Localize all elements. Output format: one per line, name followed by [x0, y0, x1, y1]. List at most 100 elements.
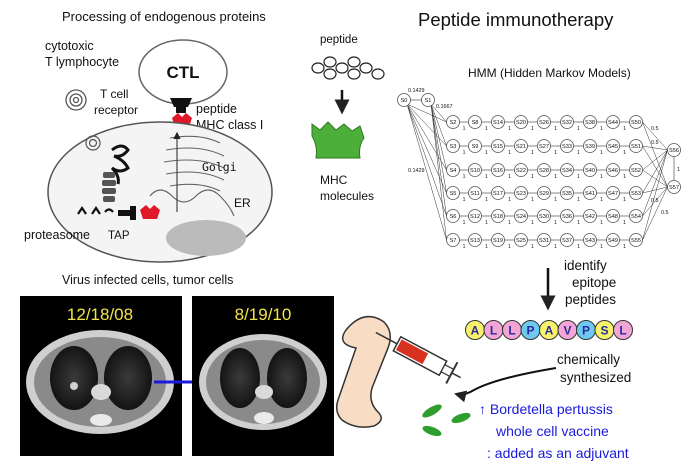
- hmm-state-label: S54: [631, 214, 641, 220]
- hmm-edge-label: 1: [600, 220, 603, 226]
- hmm-state-label: S0: [401, 98, 408, 104]
- hmm-state-node: [468, 163, 482, 177]
- sequence-letter: L: [508, 324, 515, 338]
- hmm-edge-label: 1: [485, 244, 488, 250]
- syringe-icon: [375, 331, 461, 384]
- sequence-letter: A: [545, 324, 554, 338]
- hmm-edge: [430, 103, 447, 217]
- hmm-state-label: S48: [608, 214, 618, 220]
- hmm-state-node: [629, 209, 643, 223]
- golgi-label: Golgi: [202, 160, 237, 174]
- hmm-edge-label: 1: [508, 126, 511, 132]
- hmm-edge-label: 1: [600, 244, 603, 250]
- ctl-desc-2: T lymphocyte: [45, 55, 119, 69]
- hmm-state-node: [583, 115, 597, 129]
- hmm-state-label: S15: [493, 144, 503, 150]
- hmm-state-label: S55: [631, 238, 641, 244]
- mhc-molecule-icon: [311, 121, 365, 159]
- hmm-prob-label: 0.5: [651, 198, 659, 204]
- hmm-edge-label: 1: [508, 150, 511, 156]
- hmm-state-node: [514, 186, 528, 200]
- hmm-state-node: [537, 115, 551, 129]
- hmm-edge-label: 1: [577, 174, 580, 180]
- sequence-letter: P: [582, 324, 590, 338]
- sequence-bead: [613, 320, 633, 340]
- tcr-shape-icon: [170, 98, 192, 107]
- sequence-letter: V: [563, 324, 571, 338]
- hmm-edge-label: 1: [531, 244, 534, 250]
- peptide-bead: [335, 62, 349, 74]
- virus-title: Virus infected cells, tumor cells: [62, 273, 233, 287]
- hmm-edge-label: 1: [463, 197, 466, 203]
- sequence-letter: L: [619, 324, 626, 338]
- hmm-edge-label: 1: [623, 126, 626, 132]
- hmm-edge-label: 1: [554, 126, 557, 132]
- hmm-edge-label: 1: [463, 174, 466, 180]
- hmm-state-node: [606, 139, 620, 153]
- hmm-state-label: S23: [516, 191, 526, 197]
- hmm-state-node: [583, 209, 597, 223]
- hmm-state-node: [514, 163, 528, 177]
- hmm-state-label: S4: [450, 168, 457, 174]
- peptide-bead: [359, 62, 373, 74]
- hmm-state-node: [583, 163, 597, 177]
- hmm-edge-label: 1: [485, 174, 488, 180]
- hmm-state-label: S25: [516, 238, 526, 244]
- hmm-state-node: [606, 209, 620, 223]
- hmm-edge-label: 1: [508, 244, 511, 250]
- hmm-state-label: S16: [493, 168, 503, 174]
- hmm-state-label: S42: [585, 214, 595, 220]
- date-before: 12/18/08: [67, 305, 133, 324]
- hmm-state-label: S14: [493, 120, 503, 126]
- hmm-state-node: [560, 139, 574, 153]
- hmm-edge-label: 1: [623, 174, 626, 180]
- mhc-label-2: molecules: [320, 189, 374, 203]
- hmm-state-label: S50: [631, 120, 641, 126]
- hmm-state-node: [491, 115, 505, 129]
- hmm-edge-label: 1: [623, 244, 626, 250]
- hmm-edge-label: 1: [623, 220, 626, 226]
- hmm-edge-label: 1: [508, 197, 511, 203]
- hmm-state-label: S5: [450, 191, 457, 197]
- arm-icon: [335, 315, 391, 428]
- hmm-state-node: [397, 93, 411, 107]
- ctl-desc-1: cytotoxic: [45, 39, 94, 53]
- identify-line-2: epitope: [572, 275, 616, 290]
- hmm-edge: [642, 149, 668, 217]
- hmm-state-label: S26: [539, 120, 549, 126]
- hmm-state-node: [629, 163, 643, 177]
- hmm-state-label: S28: [539, 168, 549, 174]
- hmm-edge-label: 1: [531, 197, 534, 203]
- hmm-edge-label: 1: [463, 220, 466, 226]
- hmm-state-label: S2: [450, 120, 457, 126]
- hmm-state-node: [491, 186, 505, 200]
- hmm-edge-label: 1: [577, 244, 580, 250]
- hmm-state-node: [446, 163, 460, 177]
- hmm-title: HMM (Hidden Markov Models): [468, 66, 631, 80]
- hmm-state-label: S44: [608, 120, 618, 126]
- hmm-prob-label: 0.1667: [436, 104, 453, 110]
- hmm-edge-label: 1: [623, 197, 626, 203]
- hmm-state-label: S36: [562, 214, 572, 220]
- hmm-state-label: S19: [493, 238, 503, 244]
- immunotherapy-title: Peptide immunotherapy: [418, 9, 614, 30]
- hmm-edge: [642, 149, 668, 241]
- identify-line-3: peptides: [565, 292, 616, 307]
- identify-line-1: identify: [564, 258, 607, 273]
- hmm-state-node: [560, 186, 574, 200]
- hmm-edge: [430, 103, 447, 171]
- hmm-state-node: [446, 209, 460, 223]
- hmm-edge-label: 1: [485, 150, 488, 156]
- hmm-state-label: S33: [562, 144, 572, 150]
- hmm-prob-label: 0.1429: [408, 88, 425, 94]
- hmm-edge: [642, 149, 668, 194]
- tcr-stem-icon: [176, 107, 186, 113]
- peptide-bead: [311, 62, 325, 74]
- hmm-edge-label: 1: [554, 197, 557, 203]
- hmm-edge: [642, 121, 668, 188]
- hmm-prob-label: 0.5: [661, 210, 669, 216]
- hmm-edge: [642, 149, 668, 171]
